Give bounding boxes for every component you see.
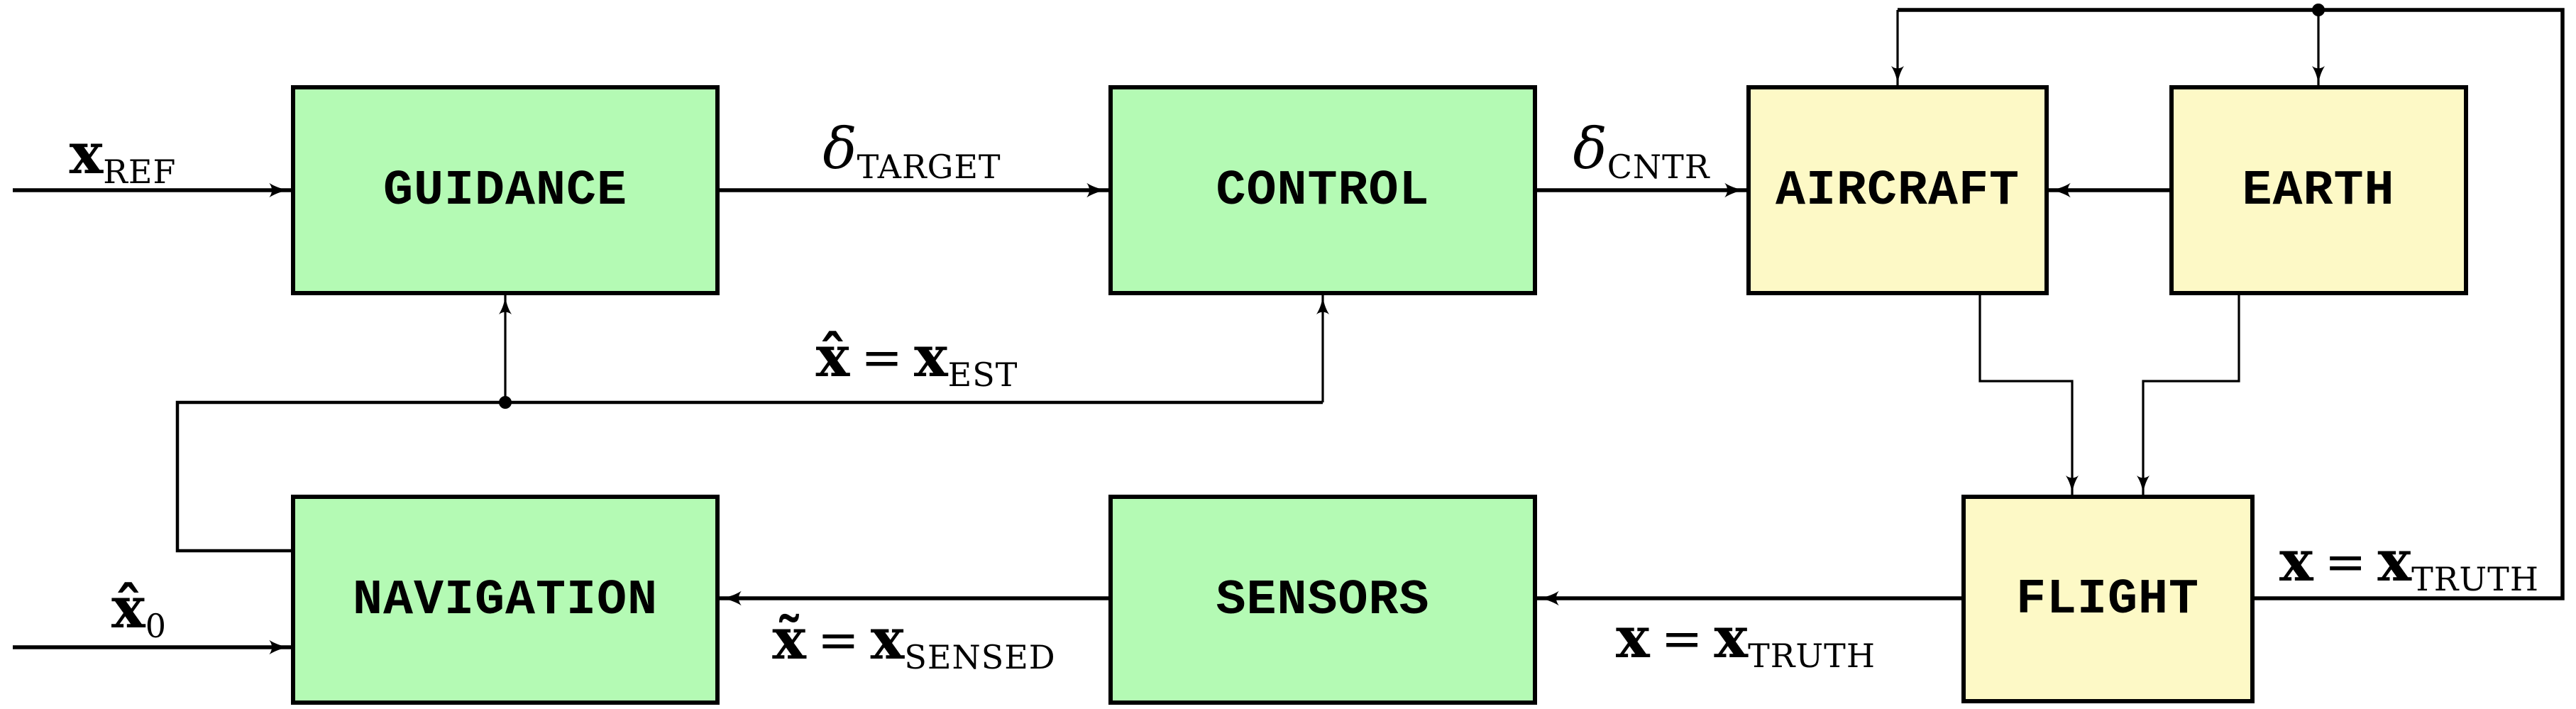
control-box	[1108, 85, 1537, 295]
control-label: CONTROL	[1216, 163, 1430, 219]
x-est-label: x̂=xEST	[815, 323, 1018, 394]
x-sensed-label: x̃=xSENSED	[772, 605, 1056, 676]
wire-est-loop	[175, 400, 1323, 553]
sensors-box	[1108, 495, 1537, 705]
flight-label: FLIGHT	[2015, 572, 2200, 628]
flight-box	[1961, 495, 2255, 703]
delta-cntr-label: δCNTR	[1573, 116, 1710, 186]
aircraft-box	[1746, 85, 2049, 295]
sensors-label: SENSORS	[1216, 573, 1430, 629]
x-truth-feedback-label: x=xTRUTH	[2279, 527, 2539, 598]
junction-dot-est	[499, 396, 512, 409]
navigation-box	[291, 495, 720, 705]
junction-dot-feedback	[2312, 4, 2325, 16]
x-init-label: x̂0	[111, 574, 167, 645]
wire-flight-feedback	[1898, 8, 2565, 600]
wire-earth-to-flight	[2137, 293, 2240, 495]
aircraft-label: AIRCRAFT	[1775, 163, 2020, 219]
x-truth-to-sensors-label: x=xTRUTH	[1616, 604, 1876, 675]
earth-box	[2169, 85, 2468, 295]
guidance-label: GUIDANCE	[382, 163, 628, 219]
navigation-label: NAVIGATION	[352, 573, 659, 629]
wire-aircraft-to-flight	[1978, 293, 2079, 495]
guidance-box	[291, 85, 720, 295]
earth-label: EARTH	[2242, 163, 2395, 219]
x-ref-label: xREF	[69, 120, 177, 191]
delta-target-label: δTARGET	[822, 116, 1001, 186]
